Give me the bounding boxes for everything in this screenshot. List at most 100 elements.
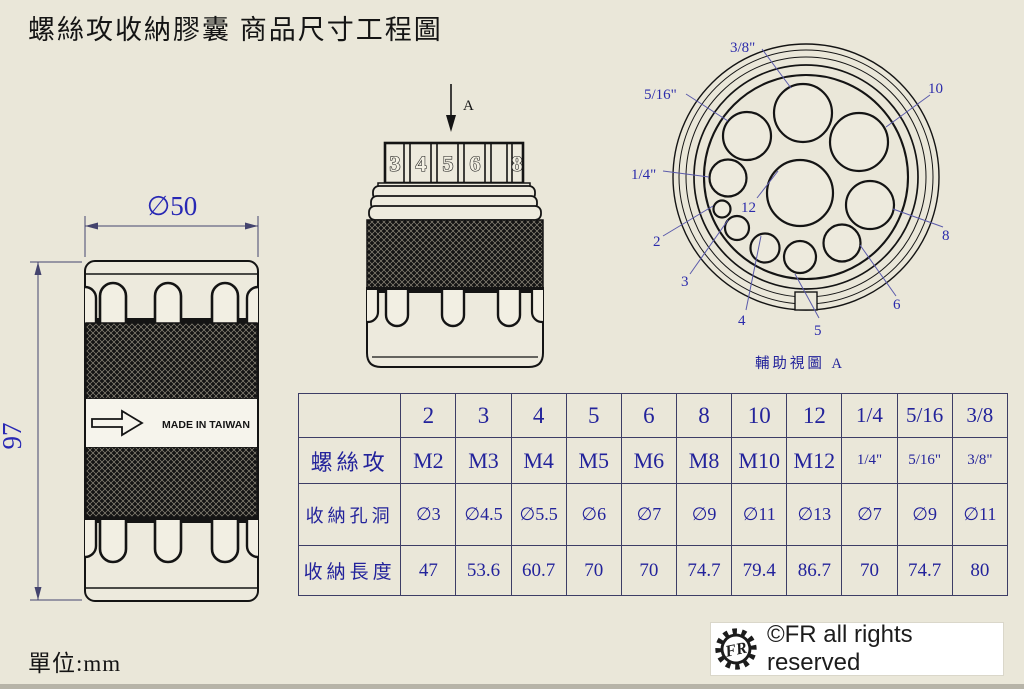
table-cell: M6 [620, 437, 677, 484]
unit-note: 單位:mm [28, 651, 122, 676]
table-cell: 70 [620, 545, 677, 596]
spec-table: 2 3 4 5 6 8 10 12 1/4 5/16 3/8 螺絲攻 M2 M3… [297, 393, 1009, 596]
hole-label-5-16: 5/16" [644, 87, 677, 103]
leader-lines [662, 48, 944, 319]
aux-view: 3/8" 5/16" 1/4" 2 3 4 5 6 8 10 12 輔助視圖 A [631, 40, 950, 372]
table-cell: ∅9 [675, 483, 733, 546]
hole-labels: 3/8" 5/16" 1/4" 2 3 4 5 6 8 10 12 [631, 40, 950, 339]
table-cell: M5 [565, 437, 622, 484]
dimension-lines [30, 216, 259, 601]
table-cell: ∅6 [565, 483, 622, 546]
table-cell: 86.7 [786, 545, 843, 596]
column-header: 3 [455, 393, 512, 438]
hole-label-1-4: 1/4" [631, 167, 656, 183]
hole-5 [782, 239, 818, 275]
column-header: 5 [565, 393, 622, 438]
thread-ridges [368, 185, 542, 221]
table-cell: 47 [400, 545, 457, 596]
table-cell: ∅11 [731, 483, 788, 546]
table-cell: 74.7 [675, 545, 733, 596]
table-cell: ∅3 [400, 483, 457, 546]
table-cell: 80 [951, 545, 1009, 596]
hole-3-8in [772, 82, 834, 144]
cap-number: 3 [390, 151, 401, 176]
hole-12 [765, 158, 835, 228]
table-cell: M10 [731, 437, 788, 484]
page-title: 螺絲攻收納膠囊 商品尺寸工程圖 [28, 15, 443, 45]
table-cell: M3 [455, 437, 512, 484]
top-grip-arches [85, 281, 258, 325]
table-cell: ∅4.5 [455, 483, 512, 546]
table-row-hole-diameter: 收納孔洞 ∅3 ∅4.5 ∅5.5 ∅6 ∅7 ∅9 ∅11 ∅13 ∅7 ∅9… [297, 483, 1009, 546]
direction-arrow-icon [91, 409, 144, 437]
table-cell: ∅13 [786, 483, 843, 546]
column-header: 10 [731, 393, 788, 438]
hole-4 [749, 232, 781, 264]
table-cell: ∅11 [951, 483, 1009, 546]
hole-10 [828, 111, 890, 173]
hole-label-4: 4 [738, 313, 746, 329]
numbered-cap: 3 4 5 6 8 [377, 141, 531, 189]
hole-5-16in [721, 110, 773, 162]
table-cell: 74.7 [896, 545, 953, 596]
column-header: 2 [400, 393, 457, 438]
logo-text: FR [722, 638, 748, 661]
table-cell: ∅5.5 [510, 483, 567, 546]
copyright-text: ©FR all rights reserved [766, 621, 913, 676]
table-cell: M12 [786, 437, 843, 484]
cap-number: 4 [416, 151, 427, 176]
aux-view-caption: 輔助視圖 A [755, 355, 845, 372]
table-cell: 60.7 [510, 545, 567, 596]
section-view: A 3 4 5 6 8 [366, 84, 544, 368]
dimension-arrowheads [34, 222, 258, 600]
knurl-band-lower [85, 446, 258, 518]
copyright-box: FR ©FR all rights reserved [710, 621, 1004, 676]
column-header: 6 [620, 393, 677, 438]
table-row-sizes: 2 3 4 5 6 8 10 12 1/4 5/16 3/8 [297, 393, 1009, 438]
table-cell: ∅7 [841, 483, 898, 546]
cap-number: 6 [470, 151, 481, 176]
column-header: 3/8 [951, 393, 1009, 438]
knurl-band-upper [85, 322, 258, 400]
column-header: 1/4 [841, 393, 898, 438]
hole-label-10: 10 [928, 81, 943, 97]
hole-label-3: 3 [681, 274, 689, 290]
page-edge-strip [0, 684, 1024, 689]
row-label: 收納長度 [297, 545, 402, 596]
made-in-label: MADE IN TAIWAN [162, 419, 250, 431]
cap-tab [794, 291, 818, 311]
table-cell: 53.6 [455, 545, 512, 596]
table-row-storage-length: 收納長度 47 53.6 60.7 70 70 74.7 79.4 86.7 7… [297, 545, 1009, 596]
diameter-dimension-label: ∅50 [147, 191, 198, 221]
column-header: 12 [786, 393, 843, 438]
hole-8 [844, 179, 896, 231]
hole-1-4in [708, 158, 748, 198]
row-label: 收納孔洞 [297, 483, 402, 546]
table-cell: 1/4" [841, 437, 898, 484]
table-cell: M4 [510, 437, 567, 484]
blank-header-cell [297, 393, 402, 438]
section-arrow-icon [446, 115, 456, 132]
table-cell: ∅7 [620, 483, 677, 546]
storage-holes [708, 82, 896, 275]
hole-label-3-8: 3/8" [730, 40, 755, 56]
bottom-grip-arches [85, 517, 258, 564]
table-cell: 70 [841, 545, 898, 596]
table-cell: ∅9 [896, 483, 953, 546]
side-view: MADE IN TAIWAN [84, 260, 259, 602]
table-cell: 70 [565, 545, 622, 596]
table-cell: 5/16" [896, 437, 953, 484]
hole-2 [712, 199, 732, 219]
grip-slots [367, 288, 543, 328]
table-cell: 3/8" [951, 437, 1009, 484]
section-arrow-label: A [463, 98, 474, 114]
label-band [86, 399, 257, 447]
cap-number: 8 [512, 151, 523, 176]
column-header: 4 [510, 393, 567, 438]
column-header: 5/16 [896, 393, 953, 438]
column-header: 8 [675, 393, 733, 438]
hole-label-6: 6 [893, 297, 901, 313]
hole-label-5: 5 [814, 323, 822, 339]
